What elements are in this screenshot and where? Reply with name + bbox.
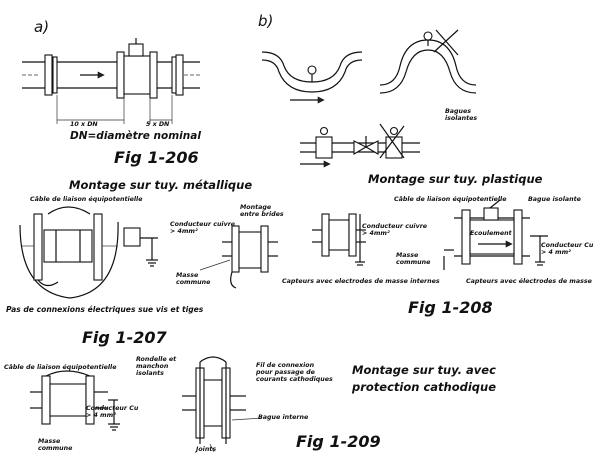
equipotential-cable-label-207: Câble de liaison équipotentielle [30,196,143,203]
fig-1-207-caption: Fig 1-207 [82,328,167,347]
internal-ring-label: Bague interne [258,414,309,421]
ground-electrodes-label: Capteurs avec électrodes de masse [466,278,592,285]
no-connection-note: Pas de connexions électriques sue vis et… [6,305,204,314]
plastic-pipe-main-meter-drawing [443,199,548,270]
curved-pipe-arch-drawing [379,29,477,94]
copper-conductor-label-207: Conducteur cuivre > 4mm² [170,221,236,235]
flowmeter-straight-pipe-drawing [22,38,200,124]
cathodic-left-meter-drawing [30,370,120,431]
insulating-ring-label-208: Bague isolante [528,196,581,203]
joints-label: Joints [196,446,217,453]
equipotential-cable-label-208: Câble de liaison équipotentielle [394,196,507,203]
copper-conductor-cu-label-208: Conducteur Cu > 4 mm² [541,242,594,256]
cathodic-wire-label: Fil de connexion pour passage de courant… [256,362,333,383]
common-ground-label-208: Masse commune [396,252,431,266]
between-flanges-detail-drawing [199,225,278,289]
fig-1-208-caption: Fig 1-208 [408,298,493,317]
plastic-pipe-small-meter-drawing [312,213,366,266]
insulating-washer-label: Rondelle et manchon isolants [136,356,177,377]
copper-conductor-label-209: Conducteur Cu > 4 mm² [86,405,139,419]
metallic-pipe-title: Montage sur tuy. métallique [69,178,253,192]
plastic-pipe-title: Montage sur tuy. plastique [368,172,543,186]
metallic-pipe-meter-drawing [19,206,158,299]
copper-conductor-label-208: Conducteur cuivre > 4mm² [362,223,428,237]
panel-label-a: a) [34,18,50,36]
downstream-distance-label: 5 x DN [146,121,170,128]
flow-label: Ecoulement [470,230,512,237]
upstream-distance-label: 10 x DN [70,121,98,128]
nominal-diameter-note: DN=diamètre nominal [70,130,201,142]
equipotential-cable-label-209: Câble de liaison équipotentielle [4,364,117,371]
insulating-rings-label: Bagues isolantes [445,108,478,122]
common-ground-label-207: Masse commune [176,272,211,286]
between-flanges-label: Montage entre brides [240,204,284,218]
fig-1-206-caption: Fig 1-206 [114,148,199,167]
common-ground-label-209: Masse commune [38,438,73,452]
cathodic-flange-detail-drawing [182,356,263,453]
curved-pipe-u-drawing [261,51,363,104]
panel-label-b: b) [258,12,274,30]
flowmeter-with-valve-drawing [300,123,420,168]
internal-electrodes-label: Capteurs avec electrodes de masse intern… [282,278,440,285]
cathodic-protection-title: Montage sur tuy. avec protection cathodi… [352,363,497,394]
fig-1-209-caption: Fig 1-209 [296,432,381,451]
